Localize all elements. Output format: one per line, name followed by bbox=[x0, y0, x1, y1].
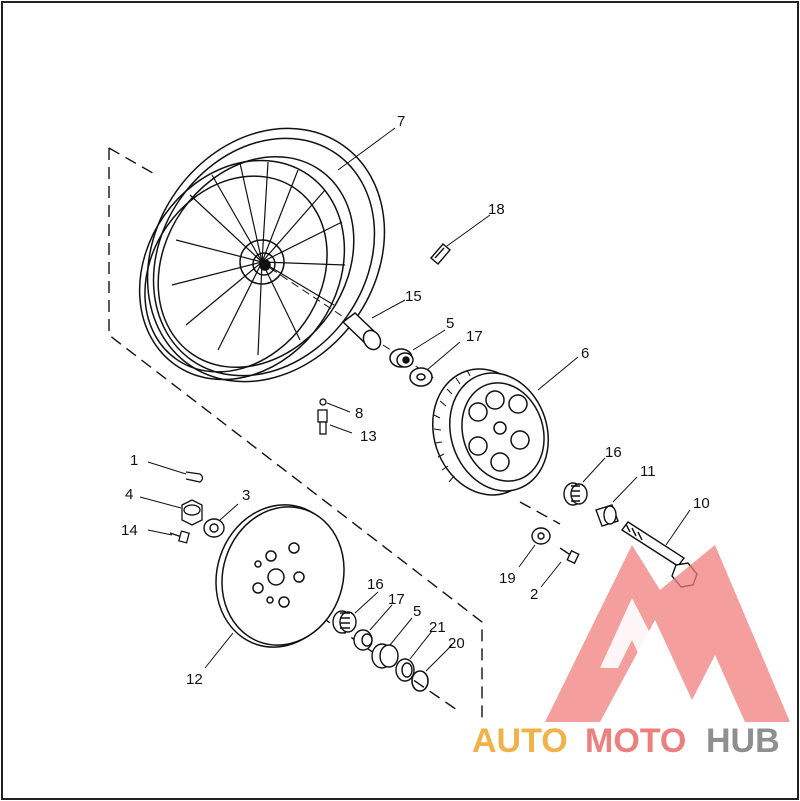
callout-13: 13 bbox=[360, 428, 377, 445]
wheel-spokes bbox=[171, 161, 346, 356]
callout-3: 3 bbox=[242, 487, 250, 504]
callout-12: 12 bbox=[186, 671, 203, 688]
screw-14 bbox=[169, 530, 190, 544]
washer-17-left bbox=[353, 629, 373, 651]
spacer-sleeve bbox=[341, 312, 382, 351]
bolt-2 bbox=[559, 547, 580, 565]
callout-7: 7 bbox=[397, 113, 405, 130]
callout-1: 1 bbox=[130, 452, 138, 469]
seal-21 bbox=[395, 658, 415, 682]
callout-17-left: 17 bbox=[388, 591, 405, 608]
key-clip bbox=[430, 243, 451, 265]
pulley-teeth bbox=[433, 369, 471, 483]
callout-4: 4 bbox=[125, 486, 133, 503]
ring-20 bbox=[411, 670, 429, 692]
callout-5-left: 5 bbox=[413, 603, 421, 620]
drive-pulley bbox=[431, 368, 550, 496]
spacer-16-right bbox=[563, 482, 588, 506]
cotter-pin bbox=[185, 471, 204, 483]
callout-19: 19 bbox=[499, 570, 516, 587]
callout-10: 10 bbox=[693, 495, 710, 512]
callout-labels: 7 18 15 5 17 6 8 13 1 4 3 14 16 11 10 19… bbox=[121, 113, 710, 688]
callout-8: 8 bbox=[355, 405, 363, 422]
logo-inner-cut bbox=[600, 598, 668, 668]
brake-disc bbox=[215, 504, 345, 648]
rear-wheel bbox=[138, 127, 386, 383]
callout-6: 6 bbox=[581, 345, 589, 362]
leader-lines bbox=[139, 127, 691, 672]
callout-20: 20 bbox=[448, 635, 465, 652]
callout-16-right: 16 bbox=[605, 444, 622, 461]
logo-word-hub: HUB bbox=[706, 722, 780, 760]
callout-17-upper: 17 bbox=[466, 328, 483, 345]
logo-word-auto: AUTO bbox=[472, 722, 568, 760]
callout-18: 18 bbox=[488, 201, 505, 218]
watermark-logo: AUTO MOTO HUB bbox=[472, 545, 790, 760]
bearing-upper bbox=[389, 348, 414, 368]
callout-14: 14 bbox=[121, 522, 138, 539]
axle-nut bbox=[181, 499, 203, 526]
washer-3 bbox=[203, 518, 225, 538]
callout-16-left: 16 bbox=[367, 576, 384, 593]
washer-upper bbox=[409, 367, 433, 387]
logo-word-moto: MOTO bbox=[585, 722, 686, 760]
callout-5-upper: 5 bbox=[446, 315, 454, 332]
callout-2: 2 bbox=[530, 586, 538, 603]
logo-triangle-shape bbox=[545, 545, 790, 722]
valve-stem bbox=[317, 398, 328, 435]
callout-11: 11 bbox=[640, 463, 656, 480]
callout-15: 15 bbox=[405, 288, 422, 305]
washer-19 bbox=[531, 527, 551, 545]
spacer-16-left bbox=[332, 610, 357, 634]
sleeve-11 bbox=[595, 504, 619, 527]
bearing-5-left bbox=[371, 643, 399, 669]
callout-21: 21 bbox=[429, 619, 446, 636]
